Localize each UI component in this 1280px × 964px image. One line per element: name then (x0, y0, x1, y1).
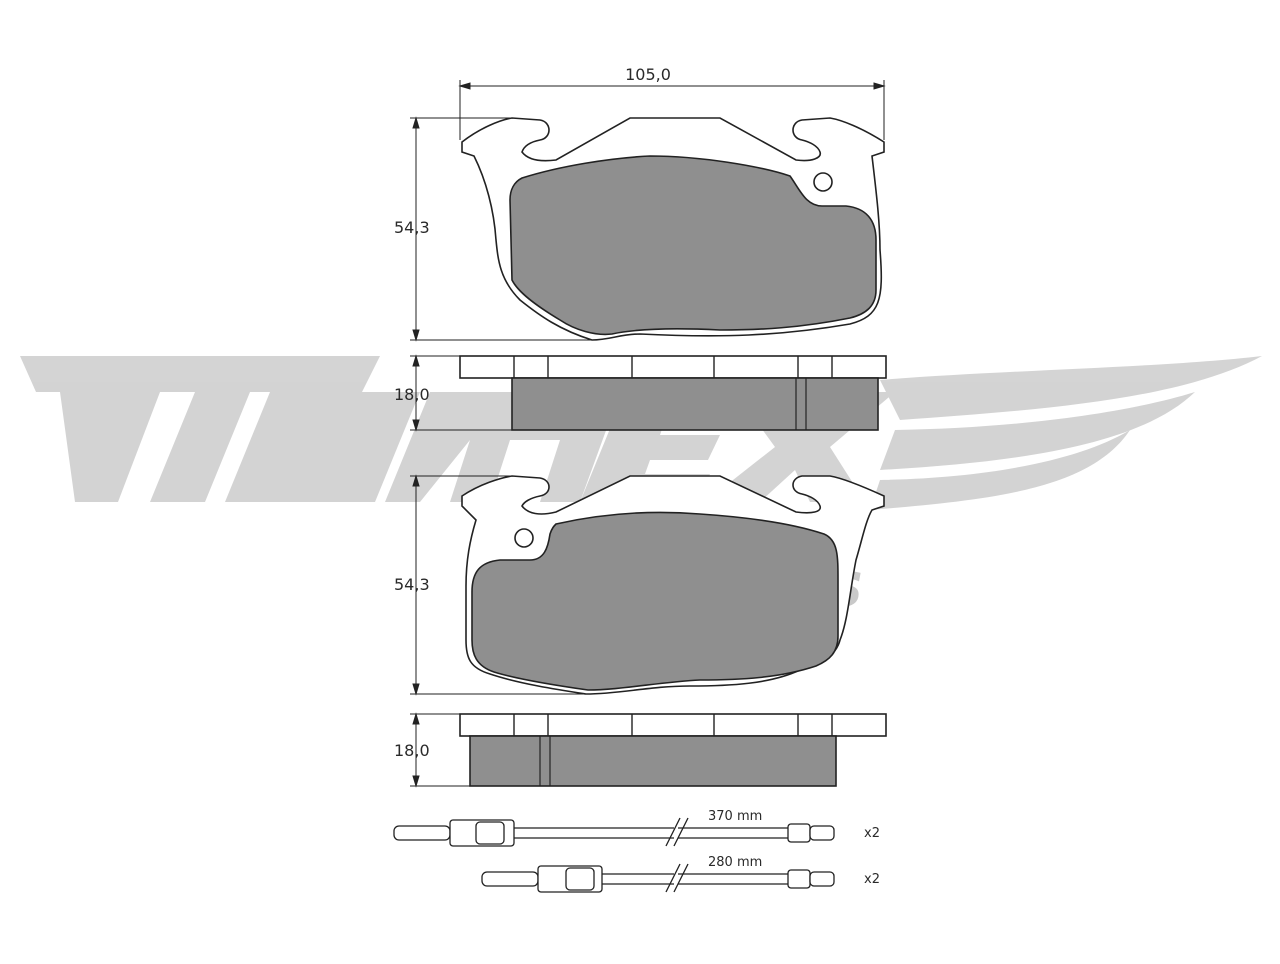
friction-material-top (509, 155, 877, 336)
brake-pad-top (461, 117, 885, 341)
wear-sensor-long (393, 817, 835, 847)
height-dimension-bottom (410, 474, 586, 696)
backing-plate-side-bottom (459, 713, 887, 737)
backing-plate-side-top (459, 355, 887, 379)
sensor-plug-short (481, 871, 539, 887)
height-label-top: 54,3 (394, 218, 430, 237)
friction-material-bottom (471, 511, 839, 691)
friction-side-bottom (469, 735, 837, 787)
sensor-qty-short: x2 (864, 872, 880, 887)
thickness-dimension-top (410, 354, 512, 432)
mounting-hole-bottom (514, 528, 534, 548)
sensor-plug-long (393, 825, 451, 841)
width-label: 105,0 (625, 65, 671, 84)
mounting-hole-top (813, 172, 833, 192)
thickness-label-bottom: 18,0 (394, 741, 430, 760)
sensor-length-short: 280 mm (708, 855, 762, 870)
height-dimension-top (410, 116, 592, 342)
height-label-bottom: 54,3 (394, 575, 430, 594)
sensor-tip-long (809, 825, 835, 841)
sensor-qty-long: x2 (864, 826, 880, 841)
friction-side-top (511, 377, 879, 431)
thickness-dimension-bottom (410, 712, 470, 788)
thickness-label-top: 18,0 (394, 385, 430, 404)
brake-pad-bottom (461, 475, 885, 695)
width-dimension (458, 80, 886, 140)
sensor-tip-short (809, 871, 835, 887)
sensor-length-long: 370 mm (708, 809, 762, 824)
brake-pad-bottom-side-view (459, 713, 887, 787)
wear-sensor-short (481, 863, 835, 893)
brake-pad-top-side-view (459, 355, 887, 431)
